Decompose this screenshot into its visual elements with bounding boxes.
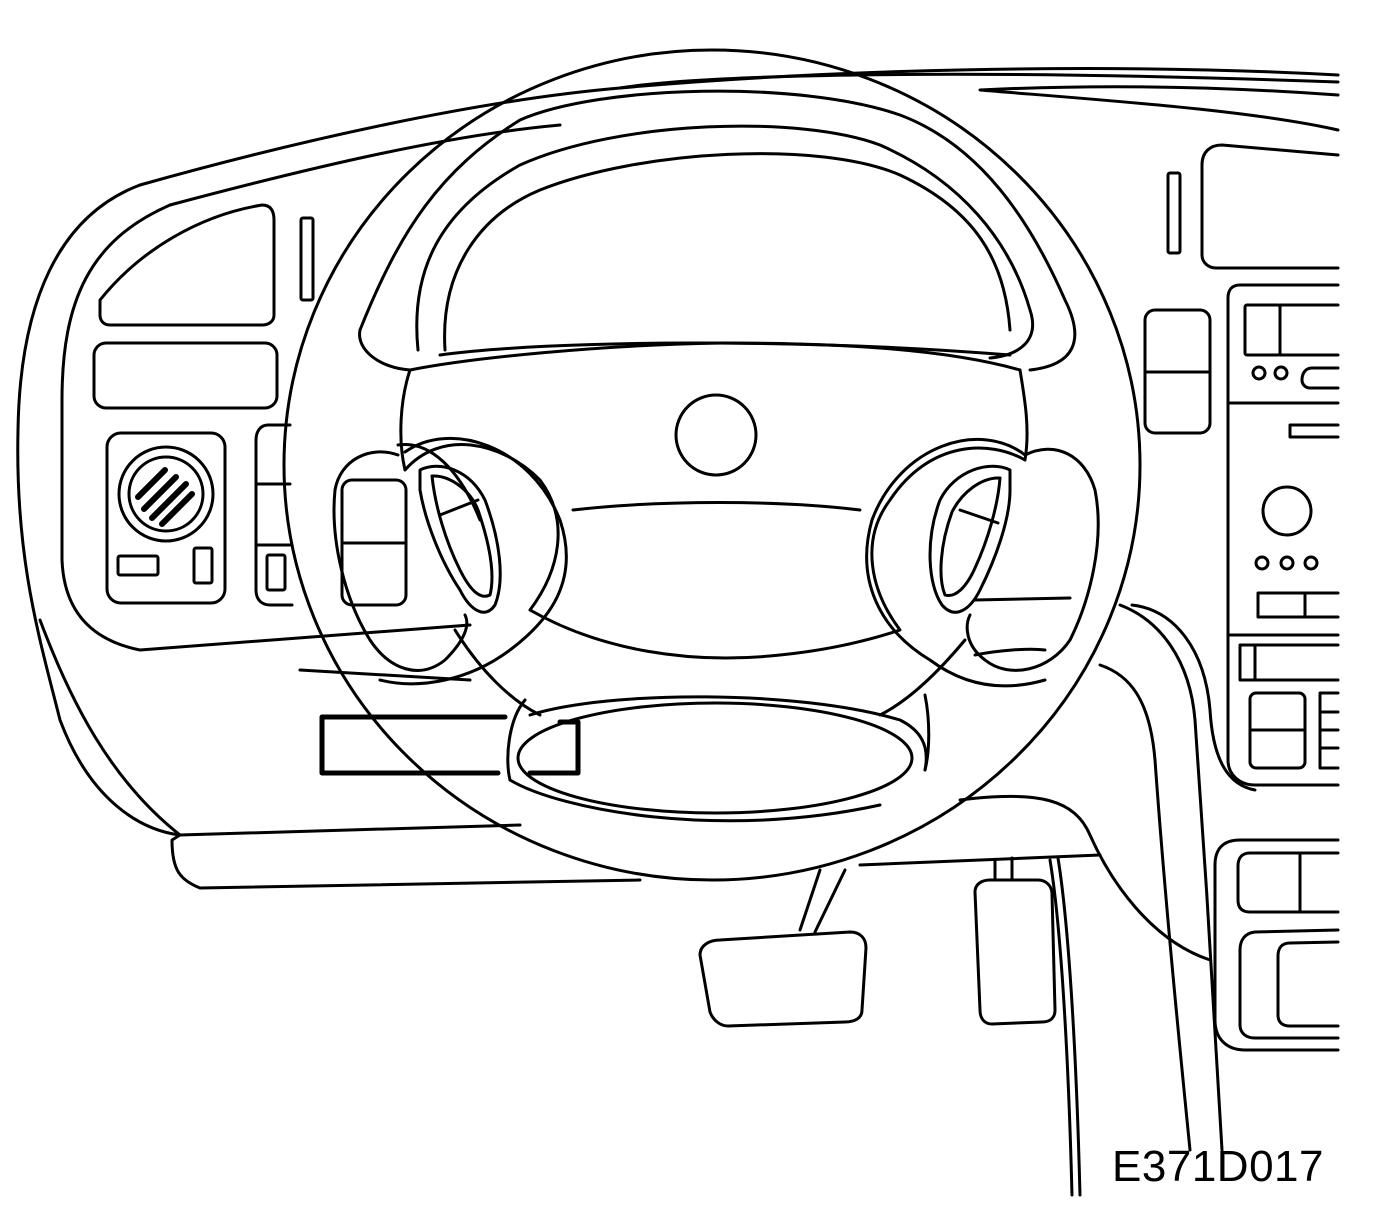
left-switch-panel: [92, 203, 315, 607]
audio-unit-frame: [1226, 283, 1340, 787]
figure-code-label: E371D017: [1112, 1142, 1324, 1191]
horn-emblem: [674, 393, 758, 477]
steering-wheel: [282, 48, 1142, 882]
accelerator-pedal: [973, 878, 1057, 1026]
lower-horn-pad: [516, 701, 914, 815]
headlamp-knob-outer: [117, 445, 215, 543]
airbag-hub: [399, 368, 1029, 660]
center-console: [1098, 143, 1340, 1152]
console-slot: [1166, 171, 1182, 255]
hazard-switch: [1143, 308, 1212, 435]
left-spoke-switch: [418, 464, 502, 614]
heater-control-frame: [1213, 838, 1340, 1052]
small-switch-left: [116, 554, 160, 577]
pedals: [698, 856, 1082, 1197]
left-upper-vent: [98, 203, 276, 327]
left-slot-switch: [299, 216, 315, 302]
dashboard-outline: [16, 67, 1340, 962]
audio-volume-knob: [1261, 485, 1313, 537]
headlamp-knob-grip: [135, 467, 195, 527]
brake-pedal: [698, 930, 868, 1028]
audio-button-1: [1251, 365, 1267, 381]
small-switch-right: [192, 546, 214, 585]
right-spoke-switch: [928, 464, 1012, 614]
headlamp-switch-housing: [105, 431, 227, 605]
audio-button-2: [1273, 365, 1289, 381]
left-rect-panel: [92, 341, 279, 410]
headlamp-knob-inner: [127, 455, 205, 533]
lower-dash-component: [319, 714, 581, 776]
steering-rim-outer: [282, 48, 1142, 882]
left-stalk-switch: [340, 478, 408, 607]
